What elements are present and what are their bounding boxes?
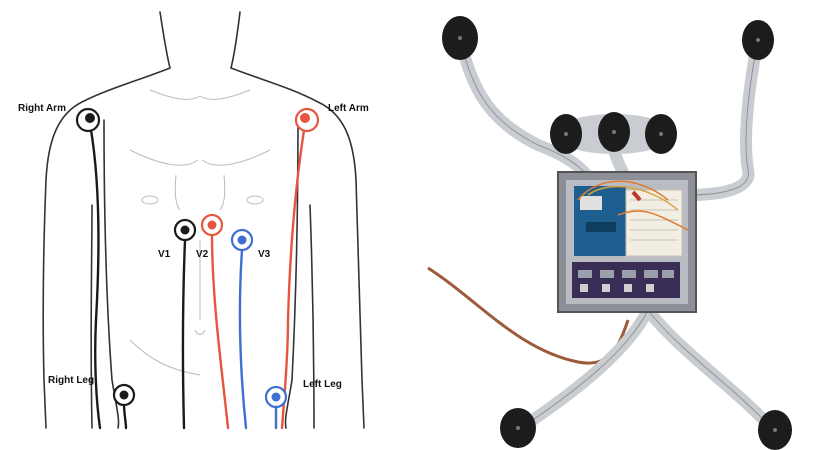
- label-v1: V1: [158, 249, 171, 260]
- electrode-v1: [175, 220, 195, 240]
- device-photo-illustration: [418, 0, 839, 450]
- electrode-right-arm: [77, 109, 99, 131]
- electrode-v3: [232, 230, 252, 250]
- lead-wires: [90, 124, 305, 428]
- electrode-left-leg: [266, 387, 286, 407]
- label-v3: V3: [258, 249, 271, 260]
- strap-top-left: [460, 40, 593, 185]
- strap-top-right: [688, 40, 758, 195]
- label-left-arm: Left Arm: [328, 103, 369, 114]
- right-leg-lead-wire: [124, 404, 126, 428]
- label-left-leg: Left Leg: [303, 379, 342, 390]
- label-right-arm: Right Arm: [18, 103, 66, 114]
- left-arm-lead-wire: [282, 124, 305, 428]
- strap-bottom-right: [648, 310, 773, 430]
- label-v2: V2: [196, 249, 209, 260]
- electrode-left-arm: [296, 109, 318, 131]
- lead-placement-illustration: Right Arm Left Arm V1 V2 V3 Right Leg Le…: [0, 0, 430, 450]
- sensor-modules: [572, 262, 680, 298]
- v3-lead-wire: [240, 250, 246, 428]
- electrode-right-leg: [114, 385, 134, 405]
- electrode-top-right: [742, 20, 774, 60]
- electrode-bottom-left: [500, 408, 536, 448]
- ecg-device-figure: [418, 0, 839, 450]
- strap-bottom-left: [518, 310, 648, 430]
- electrode-top-left: [442, 16, 478, 60]
- electrode-bottom-right: [758, 410, 792, 450]
- chest-electrode-band: [550, 112, 677, 154]
- v2-lead-wire: [212, 235, 228, 428]
- torso-figure: Right Arm Left Arm V1 V2 V3 Right Leg Le…: [0, 0, 430, 450]
- electrode-v2: [202, 215, 222, 235]
- v1-lead-wire: [183, 240, 185, 428]
- label-right-leg: Right Leg: [48, 375, 94, 386]
- device-enclosure: [558, 172, 696, 312]
